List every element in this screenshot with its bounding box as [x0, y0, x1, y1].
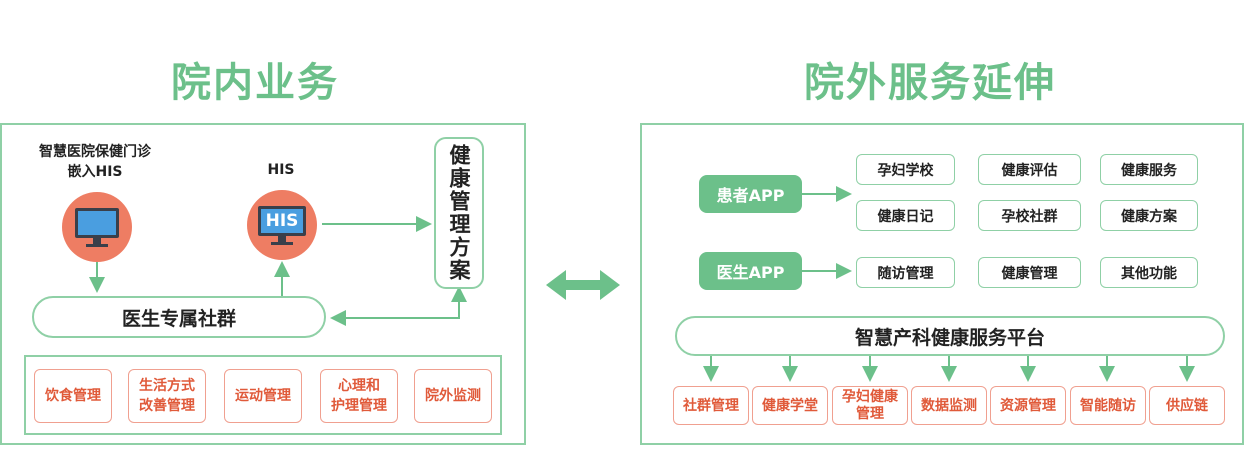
feature-health-plan: 健康方案 — [1100, 200, 1198, 231]
platform-module-smart-followup: 智能随访 — [1070, 386, 1146, 425]
doctor-group-pill: 医生专属社群 — [32, 296, 326, 338]
right-section-title: 院外服务延伸 — [804, 60, 1056, 106]
module-diet: 饮食管理 — [34, 369, 112, 423]
platform-module-pregnant-health: 孕妇健康管理 — [832, 386, 908, 425]
platform-pill: 智慧产科健康服务平台 — [675, 316, 1225, 356]
health-plan-box: 健康管理方案 — [434, 137, 484, 289]
smart-clinic-label: 智慧医院保健门诊 嵌入HIS — [39, 144, 151, 180]
module-exercise: 运动管理 — [224, 369, 302, 423]
his-monitor-icon — [258, 206, 306, 245]
monitor-icon-circle — [62, 192, 132, 262]
feature-school-group: 孕校社群 — [978, 200, 1081, 231]
patient-app-button[interactable]: 患者APP — [699, 175, 802, 213]
feature-pregnancy-school: 孕妇学校 — [856, 154, 955, 185]
module-lifestyle: 生活方式改善管理 — [128, 369, 206, 423]
feature-other: 其他功能 — [1100, 257, 1198, 288]
his-icon-circle: HIS — [247, 190, 317, 260]
modules-container — [24, 355, 502, 435]
platform-module-data-monitor: 数据监测 — [911, 386, 987, 425]
his-icon-text: HIS — [265, 211, 299, 231]
platform-module-group: 社群管理 — [673, 386, 749, 425]
feature-health-diary: 健康日记 — [856, 200, 955, 231]
his-label: HIS — [267, 162, 295, 178]
doctor-app-button[interactable]: 医生APP — [699, 252, 802, 290]
feature-health-assessment: 健康评估 — [978, 154, 1081, 185]
left-section-title: 院内业务 — [171, 60, 339, 106]
module-psych-nursing: 心理和护理管理 — [320, 369, 398, 423]
platform-module-school: 健康学堂 — [752, 386, 828, 425]
platform-module-supply-chain: 供应链 — [1149, 386, 1225, 425]
platform-module-resource: 资源管理 — [990, 386, 1066, 425]
module-outside-monitoring: 院外监测 — [414, 369, 492, 423]
feature-health-service: 健康服务 — [1100, 154, 1198, 185]
double-arrow-icon — [546, 270, 620, 300]
monitor-icon — [75, 208, 119, 247]
feature-follow-up: 随访管理 — [856, 257, 955, 288]
feature-health-management: 健康管理 — [978, 257, 1081, 288]
